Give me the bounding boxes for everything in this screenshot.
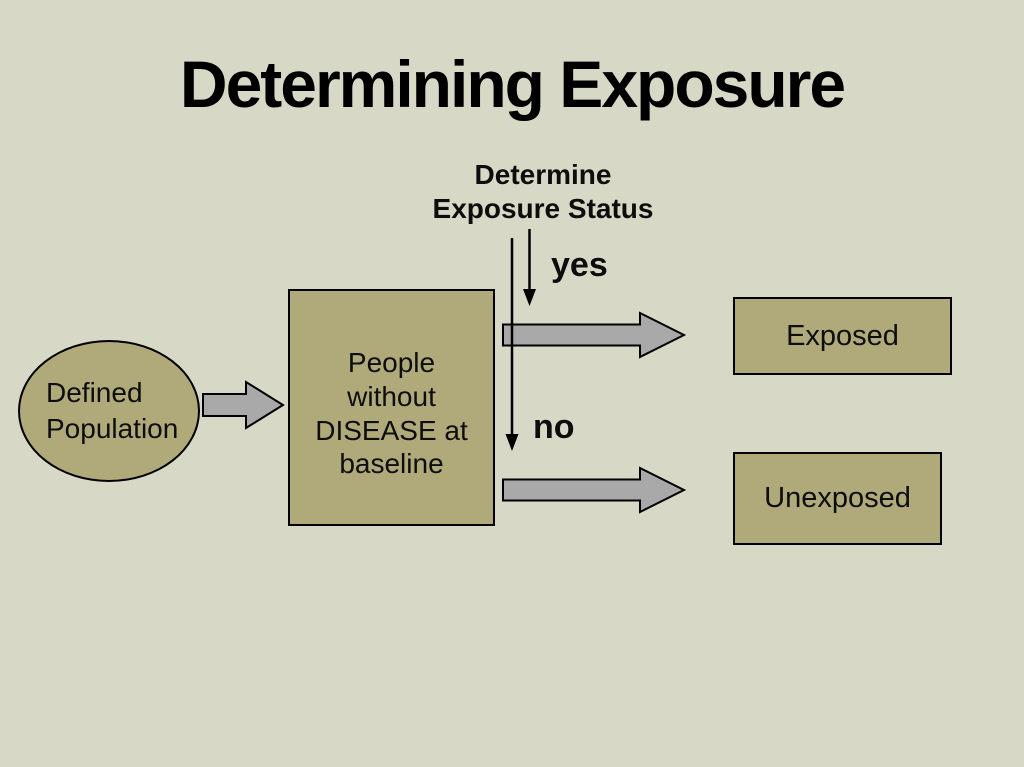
yes-branch-arrowhead [523,289,536,306]
cohort-box: People without DISEASE at baseline [288,289,495,526]
slide-title: Determining Exposure [179,47,846,121]
population-label: Defined Population [46,377,179,444]
unexposed-box: Unexposed [733,452,942,545]
cohort-label: People without DISEASE at baseline [315,347,468,480]
population-ellipse: Defined Population [18,340,200,482]
cohort-to-exposed-arrow [502,311,687,359]
no-branch-label: no [533,408,575,446]
yes-branch-label: yes [551,246,608,284]
decision-label: Determine Exposure Status [432,159,654,225]
cohort-to-unexposed-arrow [502,466,687,514]
exposed-box: Exposed [733,297,952,375]
unexposed-label: Unexposed [764,482,911,515]
exposed-label: Exposed [786,319,899,352]
no-branch-arrowhead [505,434,519,451]
population-to-cohort-arrow [202,380,285,430]
